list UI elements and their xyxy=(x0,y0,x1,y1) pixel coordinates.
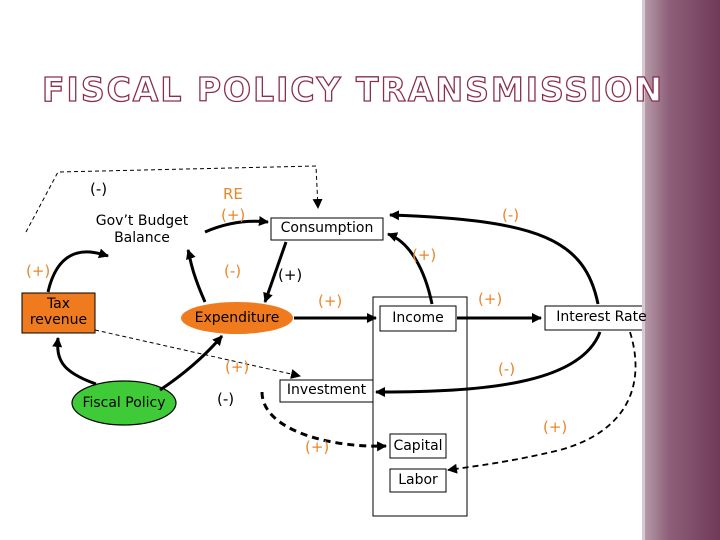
sign-consumption-expenditure: (+) xyxy=(278,266,303,284)
capital-box xyxy=(389,433,447,459)
arrow-fiscal-to-tax xyxy=(52,337,97,386)
interest-rate-label: Interest Rate xyxy=(556,309,647,325)
investment-box xyxy=(279,379,374,403)
sign-fiscal-expenditure: (+) xyxy=(225,358,250,376)
income-label: Income xyxy=(392,310,444,326)
sign-expenditure-minus: (-) xyxy=(224,262,242,280)
arrow-expenditure-to-budget xyxy=(186,249,207,303)
capital-label: Capital xyxy=(393,438,443,454)
arrow-fiscal-to-expenditure xyxy=(159,335,224,392)
sign-investment-capital: (+) xyxy=(305,438,330,456)
arrow-interest-to-capital xyxy=(447,331,637,474)
expenditure-label: Expenditure xyxy=(194,310,280,326)
side-bar xyxy=(642,0,720,540)
sign-expenditure-income: (+) xyxy=(318,292,343,310)
arrow-tax-to-investment xyxy=(94,329,301,379)
tax-revenue-label: Tax revenue xyxy=(29,296,88,328)
sign-budget-top: (-) xyxy=(90,180,108,198)
arrow-interest-to-consumption xyxy=(389,210,600,305)
arrow-investment-to-capital xyxy=(260,391,387,452)
sign-fiscal-investment: (-) xyxy=(217,390,235,408)
arrow-interest-to-investment xyxy=(375,331,602,397)
fiscal-policy-label: Fiscal Policy xyxy=(82,395,166,411)
arrow-tax-to-budget xyxy=(46,248,109,293)
arrow-consumption-to-expenditure xyxy=(263,241,288,303)
investment-label: Investment xyxy=(286,382,367,398)
consumption-box xyxy=(270,217,384,241)
income-box xyxy=(379,305,457,332)
re-label: RE xyxy=(223,185,243,203)
slide-title: FISCAL POLICY TRANSMISSION xyxy=(41,69,664,109)
expenditure-ellipse xyxy=(181,302,293,334)
tax-revenue-box xyxy=(21,292,96,334)
govt-budget-balance-label: Gov’t Budget Balance xyxy=(95,213,189,246)
sign-income-interest: (+) xyxy=(478,290,503,308)
loop-budget-to-consumption xyxy=(25,165,323,233)
consumption-label: Consumption xyxy=(280,220,374,236)
labor-label: Labor xyxy=(398,472,438,488)
sign-interest-capital: (+) xyxy=(543,418,568,436)
sign-re-plus: (+) xyxy=(221,206,246,224)
labor-box xyxy=(389,468,447,493)
fiscal-policy-ellipse xyxy=(71,380,177,426)
arrow-budget-to-consumption xyxy=(204,216,269,234)
capital-labor-frame xyxy=(372,296,468,517)
sign-interest-investment: (-) xyxy=(498,360,516,378)
sign-interest-consumption: (-) xyxy=(502,206,520,224)
sign-left-tax: (+) xyxy=(26,262,51,280)
arrow-income-to-consumption xyxy=(387,232,434,305)
sign-income-consumption: (+) xyxy=(412,246,437,264)
